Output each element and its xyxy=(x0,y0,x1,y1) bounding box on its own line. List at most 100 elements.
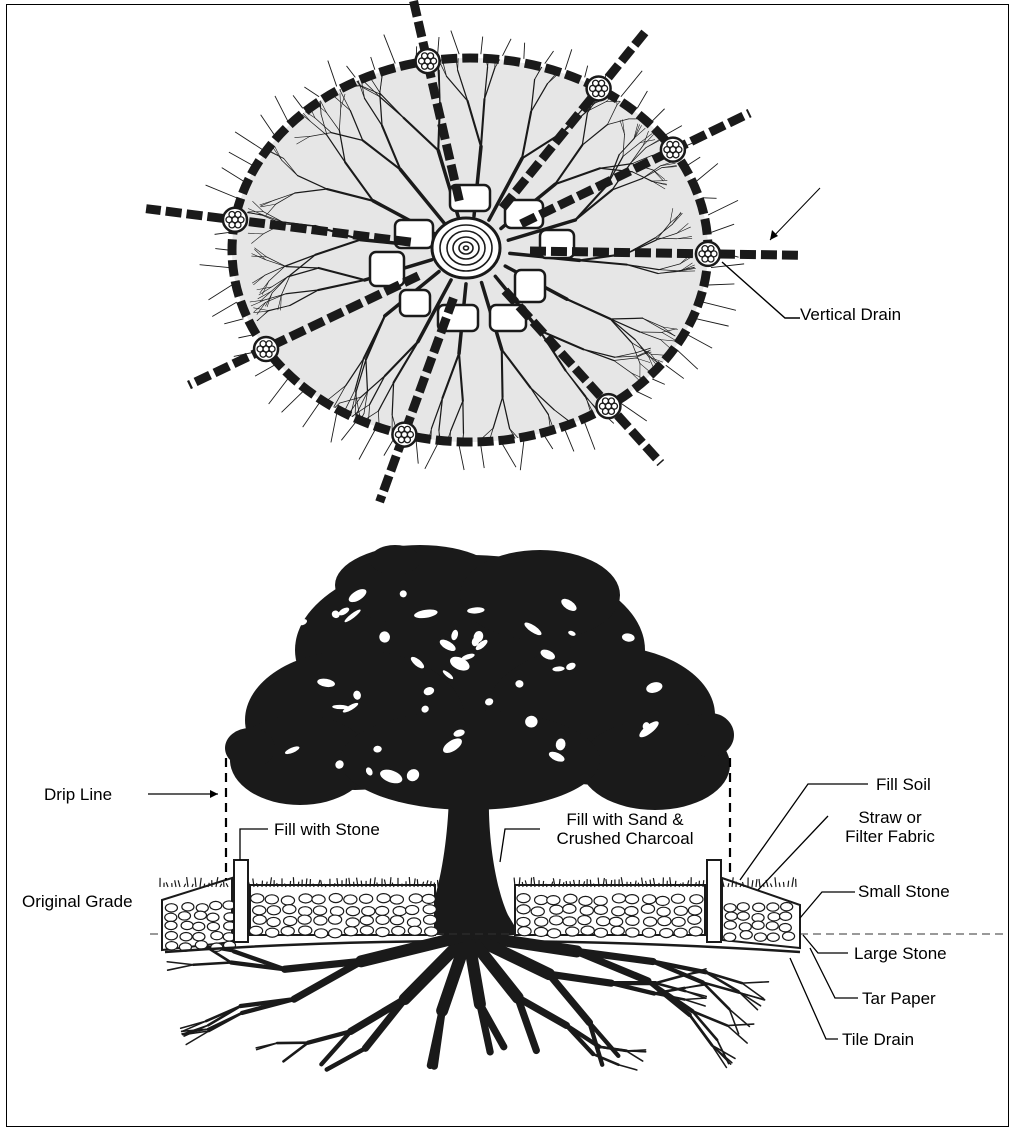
rootlet xyxy=(565,49,572,69)
fill-stone xyxy=(531,907,544,916)
label-tile-drain: Tile Drain xyxy=(842,1030,914,1049)
rootlet xyxy=(652,379,665,384)
fill-stone xyxy=(643,895,656,904)
rootlet xyxy=(459,446,464,470)
grass-blade xyxy=(417,879,418,887)
section-root xyxy=(206,1006,241,1021)
label-fill-sand-line1: Fill with Sand & xyxy=(535,810,715,829)
root-segment xyxy=(431,35,433,50)
fill-stone xyxy=(739,923,751,931)
fill-stone xyxy=(407,918,420,927)
vertical-drain-arrowhead xyxy=(770,230,778,240)
grass-blade xyxy=(178,880,180,887)
grass-blade xyxy=(370,878,371,887)
root-segment xyxy=(444,34,446,49)
fill-stone xyxy=(594,905,607,914)
node-pebble xyxy=(596,85,602,91)
fill-stone xyxy=(406,905,419,914)
fill-stone xyxy=(359,894,372,903)
section-root xyxy=(626,1050,645,1051)
root-segment xyxy=(439,452,440,467)
fill-stone xyxy=(422,894,435,903)
fill-stone xyxy=(329,929,342,938)
root-segment xyxy=(496,34,505,46)
rootlet xyxy=(224,319,243,324)
rootlet xyxy=(235,132,262,150)
fill-stone xyxy=(376,915,389,924)
fill-stone xyxy=(626,928,639,937)
rootlet xyxy=(328,61,337,87)
rootlet xyxy=(708,200,738,215)
grass-blade xyxy=(775,877,776,887)
fill-stone xyxy=(672,917,685,926)
stone-well-left xyxy=(234,860,248,942)
fill-stone xyxy=(518,927,531,936)
label-straw-line2: Filter Fabric xyxy=(830,827,950,846)
fill-stone xyxy=(753,903,765,911)
vertical-drain-arrow xyxy=(770,188,820,240)
root-segment xyxy=(353,64,361,77)
label-tar-paper: Tar Paper xyxy=(862,989,936,1008)
rootlet xyxy=(269,379,288,404)
fill-stone xyxy=(165,913,177,921)
fill-stone xyxy=(267,917,280,926)
fill-stone xyxy=(178,912,190,920)
rootlet xyxy=(282,392,303,413)
rootlet xyxy=(666,365,684,378)
fill-stone xyxy=(737,903,749,911)
fill-stone xyxy=(393,907,406,916)
fill-stone xyxy=(376,927,389,936)
grass-blade xyxy=(783,882,784,887)
fill-stone xyxy=(674,928,687,937)
section-root xyxy=(685,1000,706,1006)
grass-blade xyxy=(703,880,704,887)
rootlet xyxy=(275,96,288,121)
fill-stone xyxy=(581,926,594,935)
rootlet xyxy=(703,302,736,310)
section-root xyxy=(193,963,231,965)
fill-stone xyxy=(564,894,577,903)
root-segment xyxy=(433,452,443,463)
section-root xyxy=(685,991,705,998)
grass-blade xyxy=(187,877,188,887)
fill-stone xyxy=(725,912,737,920)
fill-stone xyxy=(313,906,326,915)
trunk-rings xyxy=(432,218,500,278)
root-segment xyxy=(434,452,444,463)
fill-stone xyxy=(193,933,205,941)
grass-blade xyxy=(792,877,794,887)
root-segment xyxy=(441,40,443,55)
section-root xyxy=(593,1054,618,1065)
section-root xyxy=(168,965,194,970)
fill-stone xyxy=(266,928,279,937)
label-straw-line1: Straw or xyxy=(830,808,950,827)
fill-stone xyxy=(724,904,736,912)
rootlet xyxy=(359,430,375,459)
fill-stone xyxy=(740,931,752,939)
section-root xyxy=(167,962,193,965)
fill-stone xyxy=(550,905,563,914)
fill-stone xyxy=(644,917,657,926)
fill-stone xyxy=(752,921,764,929)
section-root xyxy=(365,999,404,1048)
root-segment xyxy=(380,433,384,447)
rootlet xyxy=(678,351,698,370)
grass-blade xyxy=(522,882,523,887)
fill-stone xyxy=(550,916,563,925)
fill-stone xyxy=(625,895,638,904)
rootlet xyxy=(206,185,237,198)
fill-stone xyxy=(688,906,701,915)
root-segment xyxy=(436,452,441,466)
grass-blade xyxy=(543,881,544,887)
fill-stone xyxy=(517,905,530,914)
fill-stone xyxy=(594,928,607,937)
rootlet xyxy=(261,115,275,135)
label-small-stone: Small Stone xyxy=(858,882,950,901)
root-segment xyxy=(440,452,444,467)
stone-well-right xyxy=(707,860,721,942)
rootlet xyxy=(425,444,438,469)
grass-blade xyxy=(166,882,168,887)
fill-stone xyxy=(517,894,530,903)
fill-stone xyxy=(767,933,779,941)
fill-stone xyxy=(210,901,222,909)
